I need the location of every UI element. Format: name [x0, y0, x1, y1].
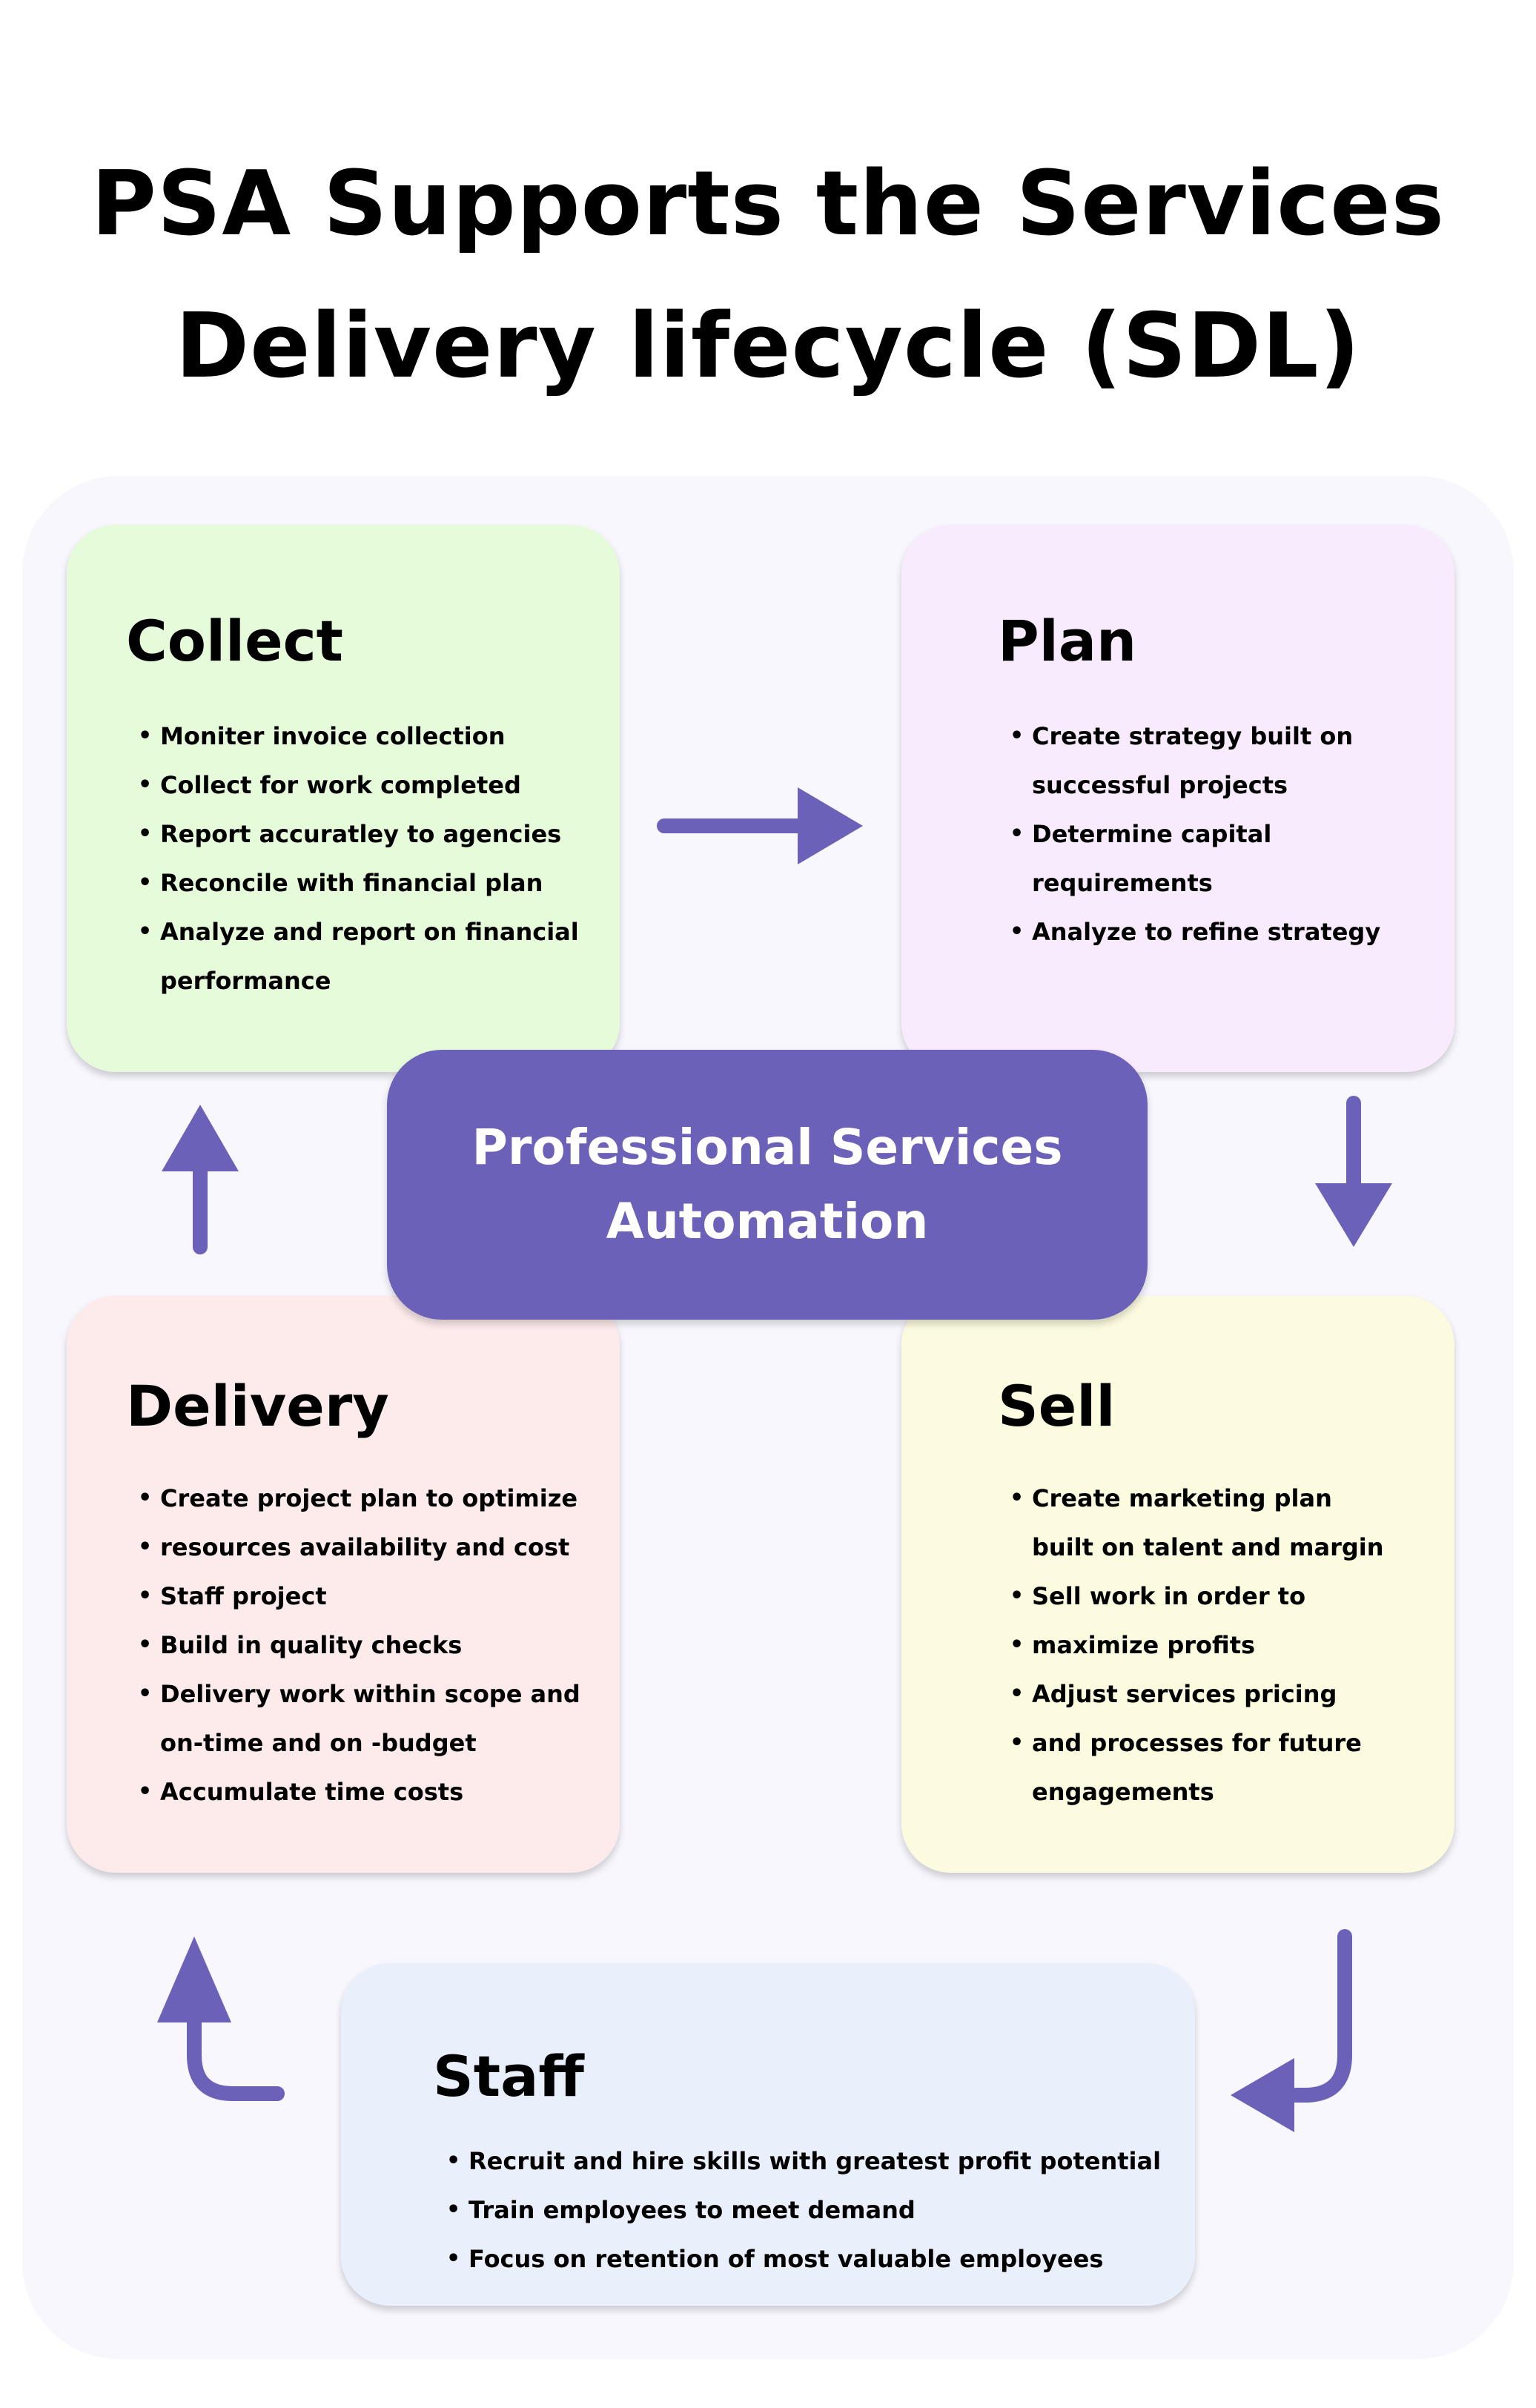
delivery-item: Staff project: [138, 1572, 580, 1621]
page-title: PSA Supports the Services Delivery lifec…: [0, 133, 1536, 418]
arrow-right-icon: [657, 787, 863, 864]
delivery-item: resources availability and cost: [138, 1523, 580, 1572]
plan-item: Determine capital: [1010, 810, 1380, 859]
collect-item: Reconcile with financial plan: [138, 859, 579, 907]
center-box: Professional Services Automation: [387, 1050, 1148, 1320]
collect-item: Collect for work completed: [138, 761, 579, 810]
staff-item: Focus on retention of most valuable empl…: [446, 2235, 1161, 2283]
staff-item: Train employees to meet demand: [446, 2186, 1161, 2235]
delivery-card: Delivery Create project plan to optimize…: [67, 1296, 620, 1873]
sell-item: Adjust services pricing: [1010, 1670, 1384, 1719]
center-line-1: Professional Services: [471, 1119, 1063, 1176]
plan-item: Analyze to refine strategy: [1010, 907, 1380, 956]
collect-title: Collect: [126, 608, 344, 674]
delivery-item: Delivery work within scope and: [138, 1670, 580, 1719]
collect-item: Report accuratley to agencies: [138, 810, 579, 859]
collect-item: Moniter invoice collection: [138, 712, 579, 761]
delivery-item: on-time and on -budget: [160, 1729, 477, 1757]
plan-item: Create strategy built on: [1010, 712, 1380, 761]
collect-item: Analyze and report on financial: [138, 907, 579, 956]
arrow-down-icon: [1315, 1096, 1392, 1247]
sell-title: Sell: [998, 1373, 1116, 1439]
sell-item: engagements: [1032, 1778, 1214, 1806]
staff-item: Recruit and hire skills with greatest pr…: [446, 2137, 1161, 2186]
collect-list: Moniter invoice collection Collect for w…: [138, 712, 579, 1005]
staff-card: Staff Recruit and hire skills with great…: [341, 1963, 1195, 2306]
sell-item: maximize profits: [1010, 1621, 1384, 1670]
delivery-item: Accumulate time costs: [138, 1767, 580, 1816]
sell-item: Sell work in order to: [1010, 1572, 1384, 1621]
staff-list: Recruit and hire skills with greatest pr…: [446, 2137, 1161, 2283]
sell-item: Create marketing plan: [1010, 1474, 1384, 1523]
curved-arrow-up-icon: [157, 1936, 285, 2101]
sell-item: built on talent and margin: [1032, 1533, 1384, 1561]
arrow-up-icon: [162, 1105, 239, 1254]
plan-item: successful projects: [1032, 771, 1288, 799]
staff-title: Staff: [433, 2043, 584, 2109]
plan-list: Create strategy built on successful proj…: [1010, 712, 1380, 956]
delivery-list: Create project plan to optimize resource…: [138, 1474, 580, 1816]
page-title-line-2: Delivery lifecycle (SDL): [175, 295, 1361, 398]
collect-card: Collect Moniter invoice collection Colle…: [67, 525, 620, 1072]
curved-arrow-down-left-icon: [1231, 1929, 1352, 2132]
delivery-title: Delivery: [126, 1373, 389, 1439]
delivery-item: Build in quality checks: [138, 1621, 580, 1670]
delivery-item: Create project plan to optimize: [138, 1474, 580, 1523]
plan-card: Plan Create strategy built on successful…: [901, 525, 1454, 1072]
page-title-line-1: PSA Supports the Services: [90, 153, 1446, 256]
sell-card: Sell Create marketing plan built on tale…: [901, 1296, 1454, 1873]
sell-item: and processes for future: [1010, 1719, 1384, 1767]
center-line-2: Automation: [606, 1193, 929, 1250]
plan-item: requirements: [1032, 869, 1213, 897]
sell-list: Create marketing plan built on talent an…: [1010, 1474, 1384, 1816]
plan-title: Plan: [998, 608, 1137, 674]
collect-item: performance: [160, 967, 331, 995]
